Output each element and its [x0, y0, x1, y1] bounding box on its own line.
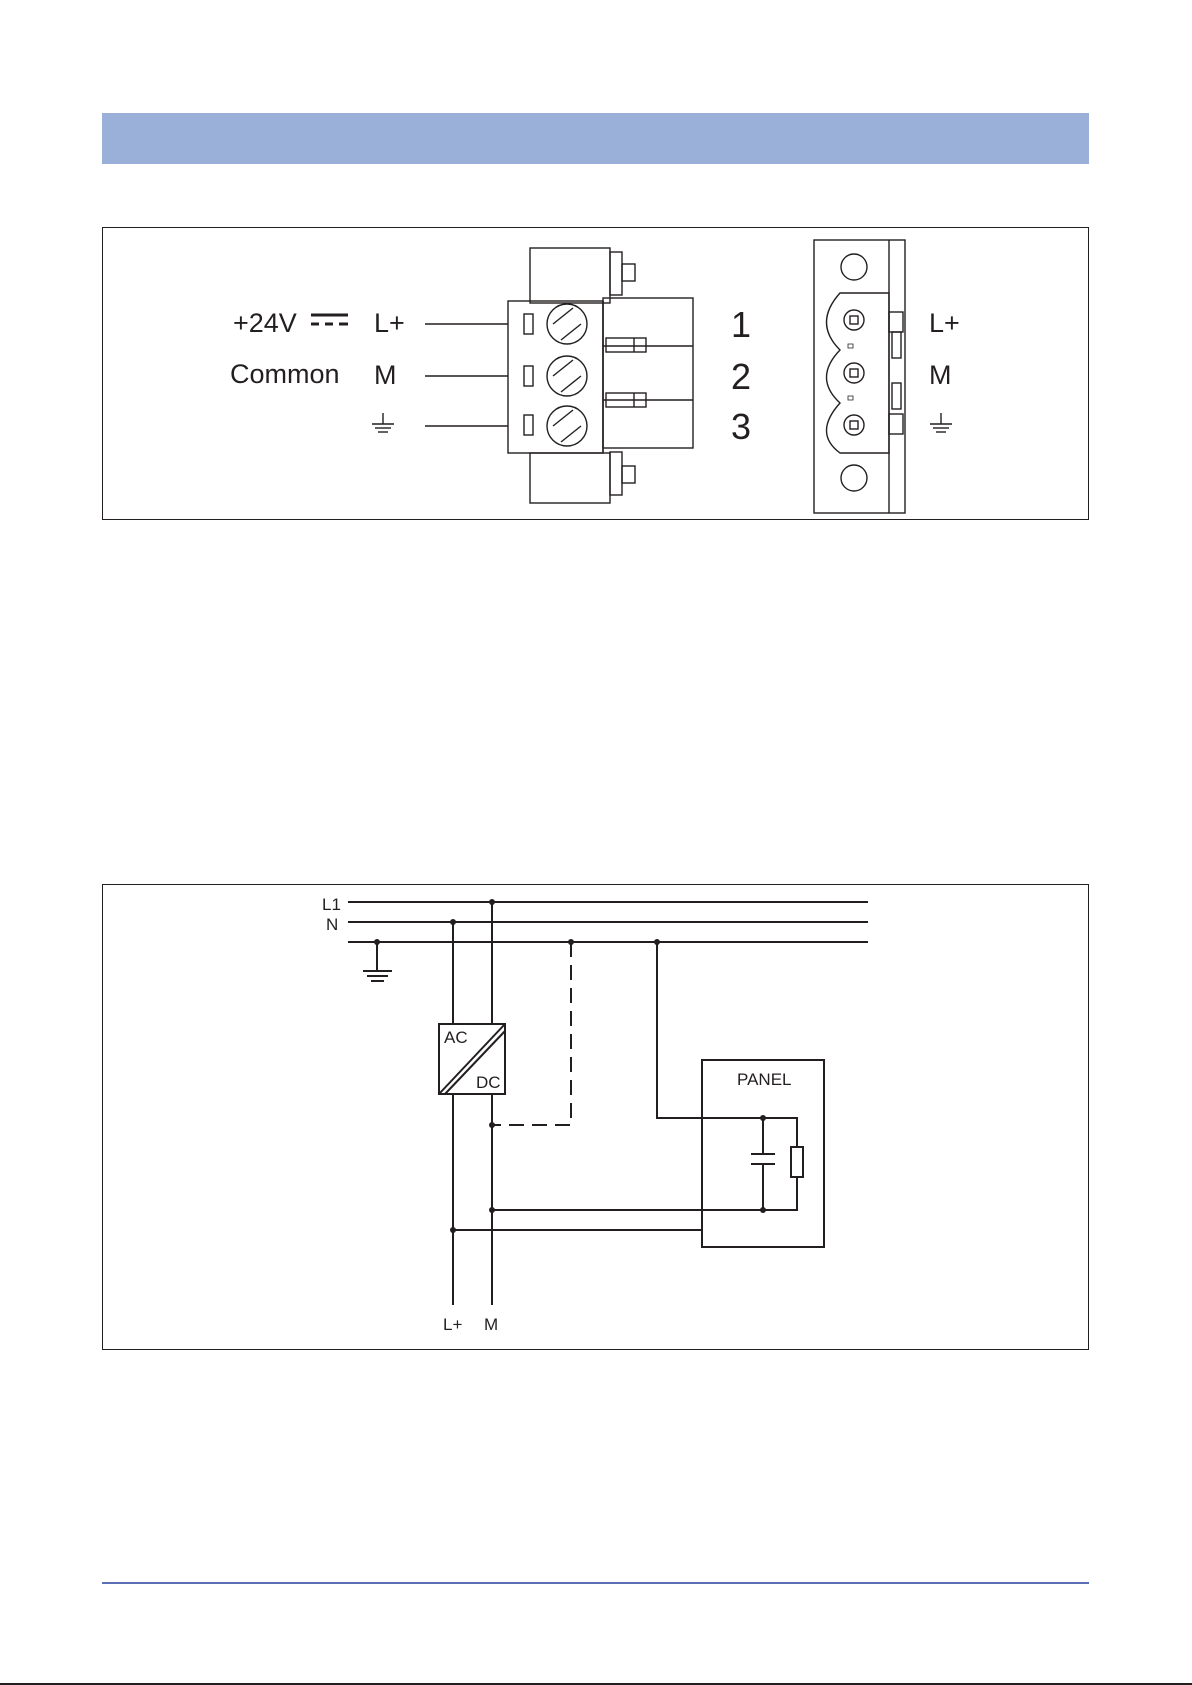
line-label-l1: L1 — [322, 895, 341, 914]
pin-number-1: 1 — [731, 304, 751, 345]
pin-number-2: 2 — [731, 356, 751, 397]
ground-icon — [930, 413, 952, 432]
terminal-plug — [508, 248, 693, 503]
converter-dc-label: DC — [476, 1073, 501, 1092]
pin1-socket-label: L+ — [929, 308, 960, 338]
pin2-socket-label: M — [929, 360, 952, 390]
wiring-schematic-diagram: L1 N AC DC — [103, 885, 1090, 1351]
pin1-plug-label: L+ — [374, 308, 405, 338]
ground-icon — [363, 971, 392, 981]
footer-rule — [102, 1582, 1089, 1584]
connector-pinout-figure: +24V L+ Common M — [102, 227, 1089, 520]
pin2-plug-label: M — [374, 360, 397, 390]
line-label-n: N — [326, 915, 338, 934]
ground-icon — [372, 413, 394, 432]
output-label-lplus: L+ — [443, 1315, 462, 1334]
panel-socket — [814, 240, 905, 513]
section-header-bar — [102, 113, 1089, 164]
ac-dc-converter: AC DC — [439, 1024, 505, 1094]
panel-label: PANEL — [737, 1070, 792, 1089]
output-label-m: M — [484, 1315, 498, 1334]
wiring-schematic-figure: L1 N AC DC — [102, 884, 1089, 1350]
common-label: Common — [230, 359, 340, 389]
dc-voltage-icon — [311, 315, 348, 324]
pin-number-3: 3 — [731, 406, 751, 447]
converter-ac-label: AC — [444, 1028, 468, 1047]
voltage-label: +24V — [233, 308, 297, 338]
connector-pinout-diagram: +24V L+ Common M — [103, 228, 1090, 521]
